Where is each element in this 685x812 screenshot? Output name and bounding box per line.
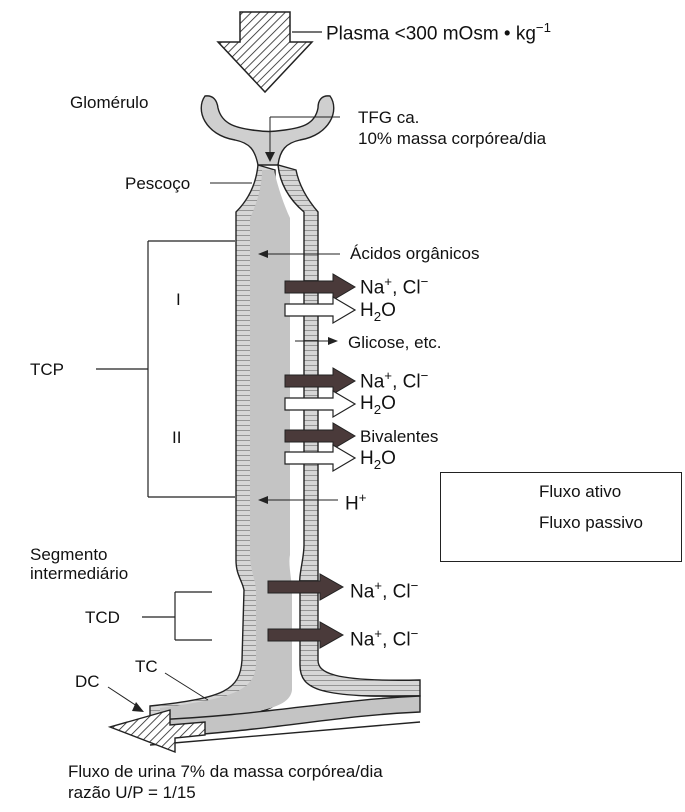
bivalentes-label: Bivalentes: [360, 427, 438, 447]
segment-i-label: I: [176, 290, 181, 310]
bowman-capsule: [201, 96, 340, 165]
legend-active-label: Fluxo ativo: [539, 482, 621, 502]
urina-label-line1: Fluxo de urina 7% da massa corpórea/dia: [68, 762, 383, 782]
tc-leader: [165, 673, 208, 700]
tcp-bracket: [96, 241, 235, 497]
plasma-inflow-arrow: [218, 12, 322, 92]
plasma-label: Plasma <300 mOsm • kg−1: [326, 20, 551, 45]
tc-label: TC: [135, 657, 158, 677]
h2o-arrow-3: [285, 445, 355, 471]
h2o-arrow-1: [285, 297, 355, 323]
h2o-label-2: H2O: [360, 393, 396, 417]
na-cl-arrow-1: [285, 274, 355, 300]
tfg-label-line1: TFG ca.: [358, 108, 419, 128]
h2o-label-3: H2O: [360, 448, 396, 472]
tcd-label: TCD: [85, 608, 120, 628]
acidos-label: Ácidos orgânicos: [350, 244, 479, 264]
segmento-label-line2: intermediário: [30, 564, 128, 584]
glomerulo-label: Glomérulo: [70, 93, 148, 113]
bivalentes-arrow: [285, 423, 355, 449]
dc-label: DC: [75, 672, 100, 692]
legend-passive-label: Fluxo passivo: [539, 513, 643, 533]
na-cl-label-3: Na+, Cl−: [350, 578, 418, 603]
legend: Fluxo ativo Fluxo passivo: [440, 472, 682, 562]
na-cl-label-1: Na+, Cl−: [360, 274, 428, 299]
tcp-label: TCP: [30, 360, 64, 380]
tfg-label-line2: 10% massa corpórea/dia: [358, 129, 546, 149]
segment-ii-label: II: [172, 428, 181, 448]
urina-label-line2: razão U/P = 1/15: [68, 783, 196, 803]
glicose-label: Glicose, etc.: [348, 333, 442, 353]
na-cl-label-2: Na+, Cl−: [360, 368, 428, 393]
na-cl-label-4: Na+, Cl−: [350, 626, 418, 651]
h2o-label-1: H2O: [360, 300, 396, 324]
h2o-arrow-2: [285, 391, 355, 417]
na-cl-arrow-2: [285, 368, 355, 394]
tcd-bracket: [142, 592, 212, 640]
pescoco-label: Pescoço: [125, 174, 190, 194]
segmento-label-line1: Segmento: [30, 545, 108, 565]
hplus-label: H+: [345, 490, 367, 515]
